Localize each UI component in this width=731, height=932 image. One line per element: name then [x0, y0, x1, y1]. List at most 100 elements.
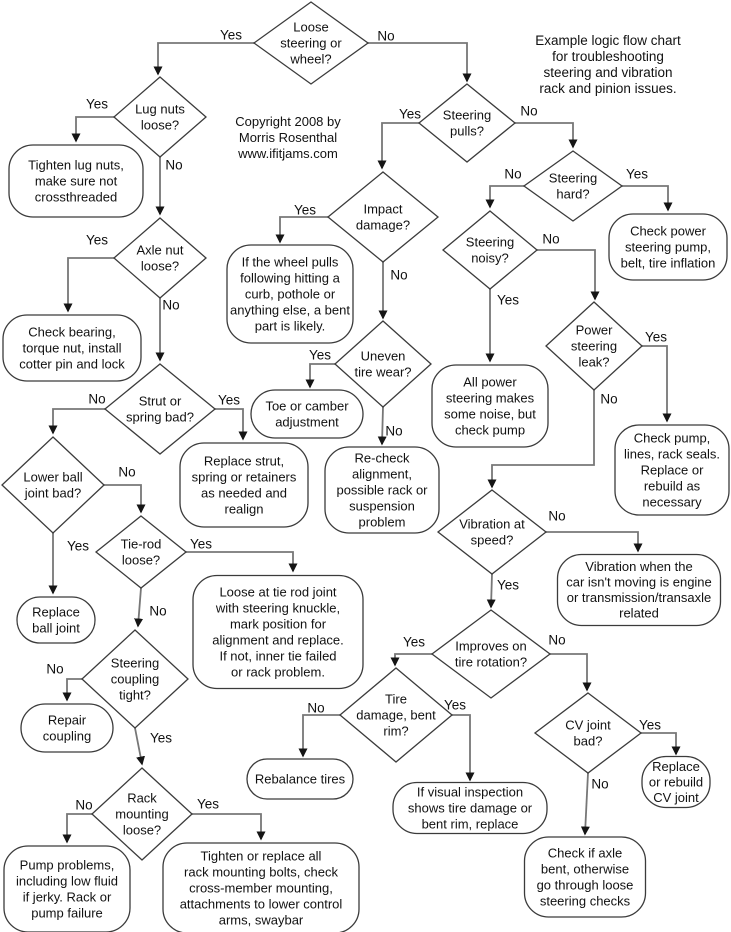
edge-line — [550, 653, 592, 692]
action-box — [431, 364, 549, 448]
edge-label-no: No — [390, 268, 407, 283]
decision-diamond — [441, 210, 539, 290]
edge-tire-damage-bent-rim-to-rebalance-tires: No — [298, 701, 340, 758]
edge-axle-nut-loose-to-strut-or-spring-bad: No — [155, 298, 180, 362]
edge-line — [104, 484, 146, 514]
action-box — [3, 845, 131, 932]
edge-line — [153, 42, 256, 76]
action-box — [523, 836, 647, 918]
action-box — [2, 314, 142, 382]
edge-improves-on-tire-rotation-to-cv-joint-bad: No — [548, 633, 592, 692]
edge-vibration-at-speed-to-vibration-not-moving: No — [546, 509, 643, 553]
edge-steering-hard-to-steering-noisy: No — [485, 167, 524, 209]
action-box — [641, 755, 711, 809]
edge-line — [487, 390, 595, 489]
decision-diamond — [533, 692, 643, 774]
edge-lower-ball-joint-bad-to-tie-rod-loose: No — [104, 465, 146, 514]
edge-line — [641, 732, 681, 756]
edge-rack-mounting-loose-to-tighten-rack-mounting-bolts: Yes — [192, 797, 266, 841]
action-box — [20, 703, 114, 753]
edge-line — [546, 531, 643, 553]
edge-label-no: No — [600, 392, 617, 407]
edge-label-no: No — [46, 662, 63, 677]
edge-vibration-at-speed-to-improves-on-tire-rotation: Yes — [486, 573, 519, 609]
edge-label-yes: Yes — [403, 635, 425, 650]
edge-line — [62, 813, 92, 844]
action-box — [324, 446, 440, 534]
edge-label-yes: Yes — [309, 348, 331, 363]
edge-label-no: No — [118, 465, 135, 480]
edge-improves-on-tire-rotation-to-tire-damage-bent-rim: Yes — [390, 635, 432, 667]
edge-label-yes: Yes — [86, 97, 108, 112]
edge-tire-damage-bent-rim-to-visual-inspection-replace: Yes — [444, 698, 475, 782]
edge-label-no: No — [307, 701, 324, 716]
decision-diamond — [338, 667, 454, 763]
edge-label-yes: Yes — [444, 698, 466, 713]
edge-strut-or-spring-bad-to-lower-ball-joint-bad: No — [48, 392, 106, 435]
decision-diamond — [326, 171, 440, 263]
action-box — [392, 781, 548, 835]
edge-line — [275, 216, 328, 244]
decision-diamond — [252, 1, 370, 85]
edge-line — [63, 257, 114, 313]
edge-label-yes: Yes — [639, 718, 661, 733]
decision-diamond — [545, 301, 643, 391]
edge-line — [48, 408, 105, 435]
edge-label-no: No — [548, 633, 565, 648]
edge-line — [485, 185, 524, 209]
edge-line — [452, 714, 475, 782]
edge-line — [186, 551, 298, 573]
edge-steering-coupling-tight-to-repair-coupling: No — [46, 662, 82, 702]
edge-line — [215, 408, 248, 441]
edge-uneven-tire-wear-to-toe-or-camber-adjustment: Yes — [305, 348, 337, 389]
edge-tie-rod-loose-to-loose-at-tie-rod-joint: Yes — [186, 537, 298, 573]
action-box — [556, 553, 722, 627]
edge-label-yes: Yes — [497, 578, 519, 593]
action-box — [8, 144, 144, 218]
edge-label-no: No — [162, 298, 179, 313]
edge-label-yes: Yes — [86, 233, 108, 248]
action-box — [608, 213, 728, 281]
decision-diamond — [430, 609, 552, 699]
edge-steering-noisy-to-power-steering-noise: Yes — [485, 289, 519, 363]
decision-diamond — [81, 629, 189, 729]
